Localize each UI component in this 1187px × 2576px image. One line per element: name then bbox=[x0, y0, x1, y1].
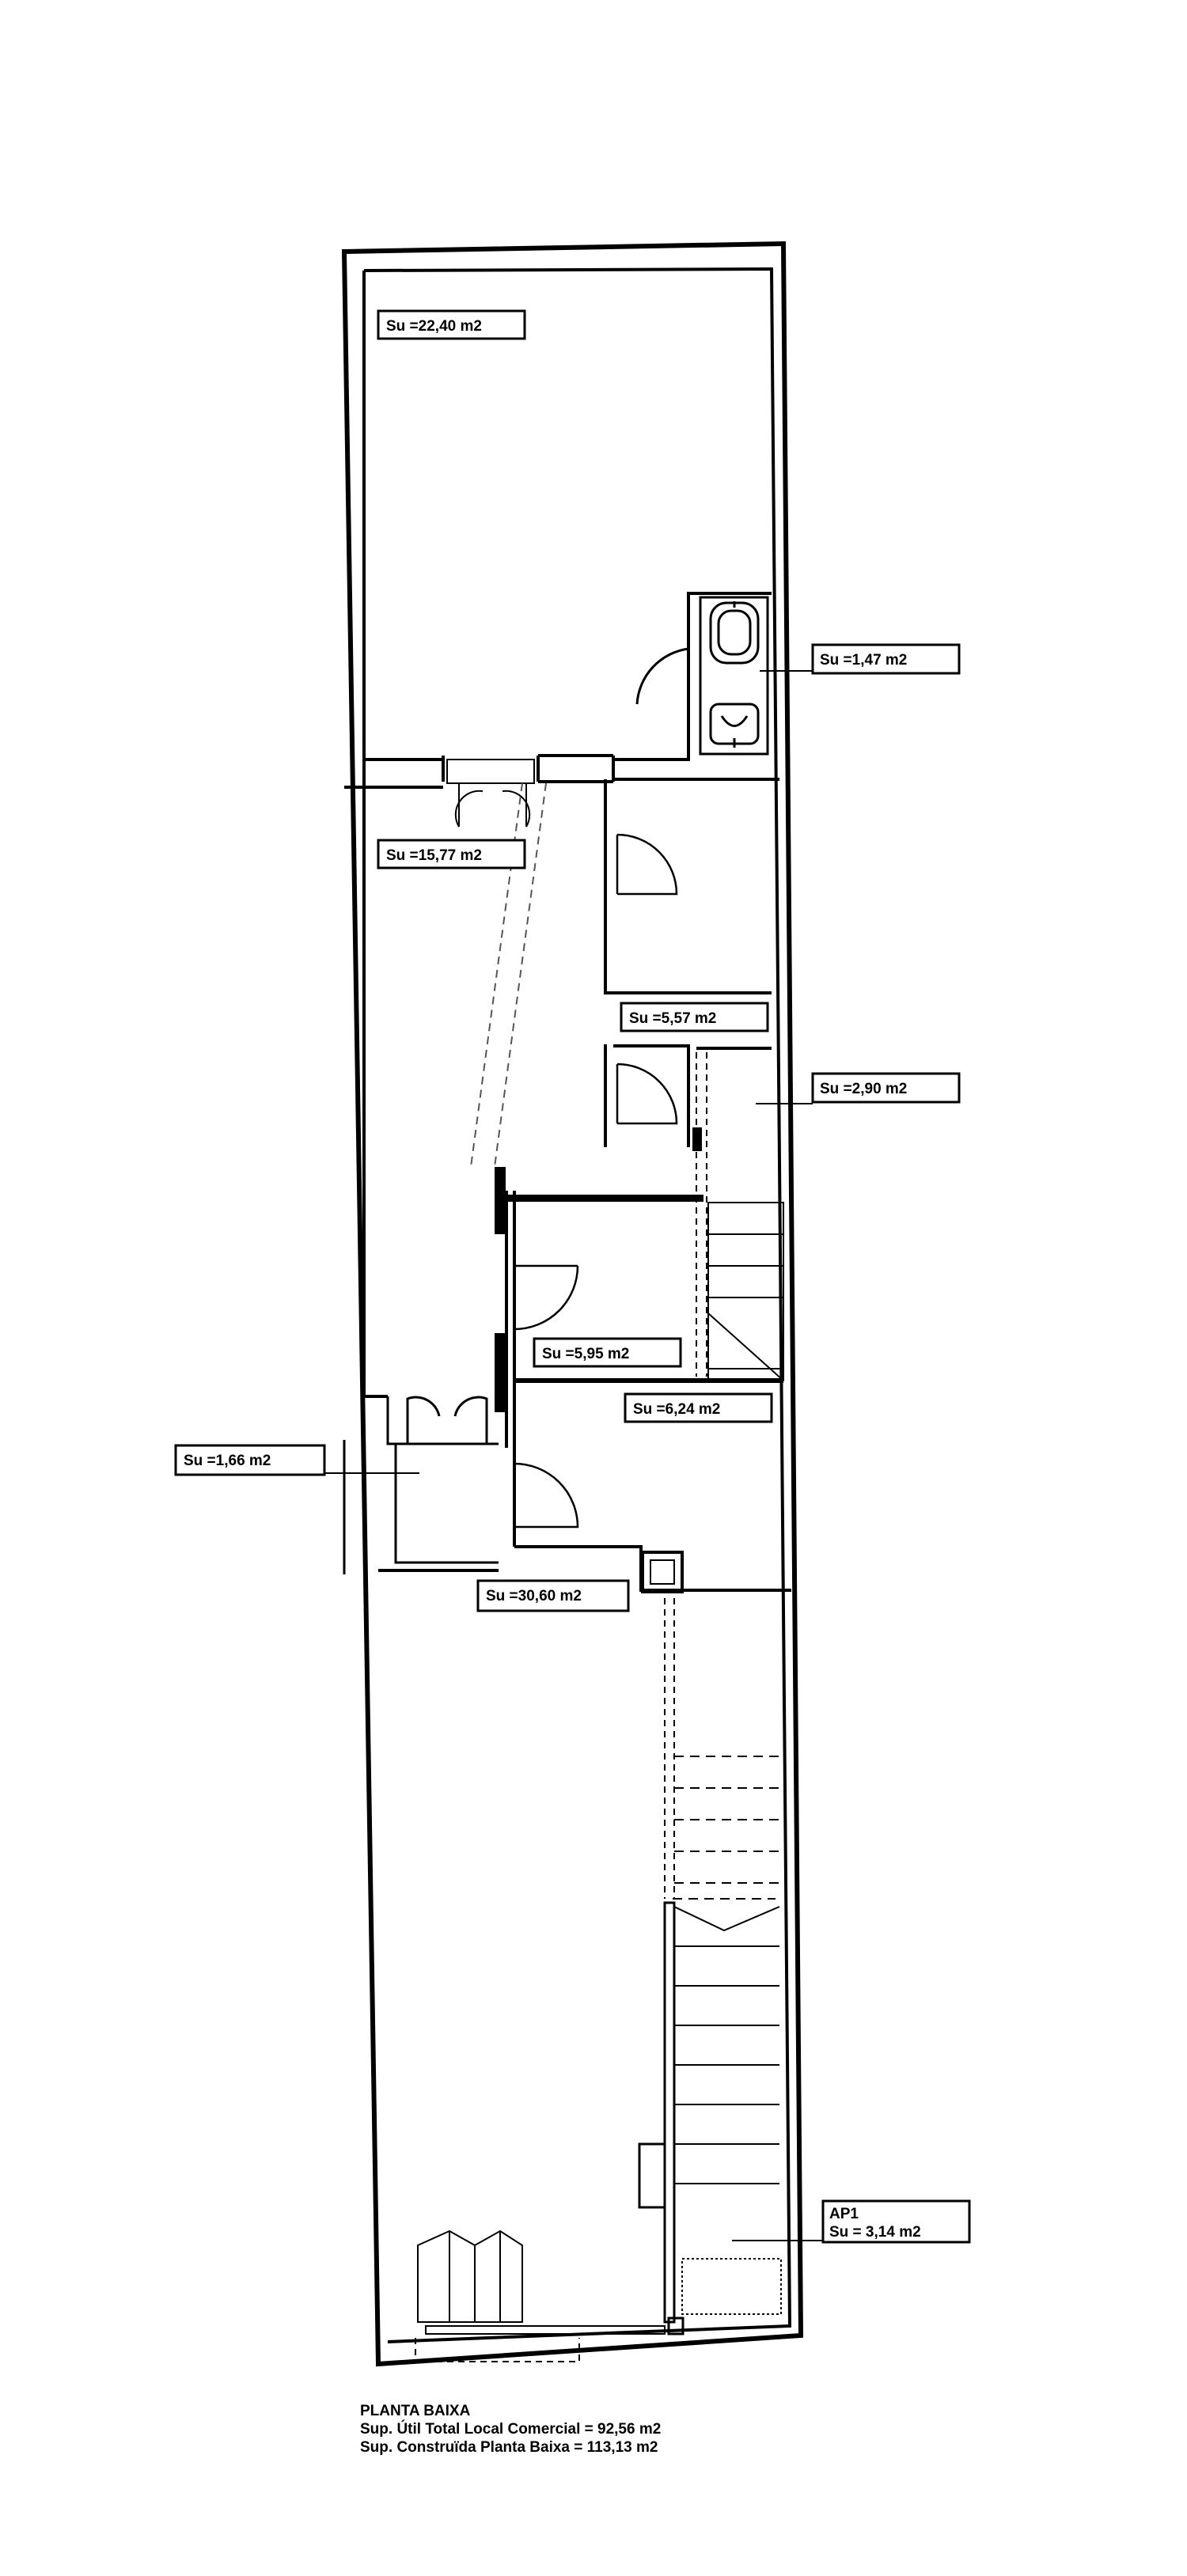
facade-bottom bbox=[415, 2229, 685, 2362]
bathroom bbox=[635, 596, 769, 756]
svg-text:AP1: AP1 bbox=[829, 2206, 859, 2222]
label-room-15-77: Su =15,77 m2 bbox=[377, 839, 526, 869]
svg-text:Su =15,77 m2: Su =15,77 m2 bbox=[386, 847, 482, 864]
svg-text:Su =5,57 m2: Su =5,57 m2 bbox=[629, 1010, 716, 1027]
svg-text:Su =5,95 m2: Su =5,95 m2 bbox=[542, 1346, 629, 1362]
label-room-5-95: Su =5,95 m2 bbox=[533, 1337, 682, 1368]
svg-text:Su =1,47 m2: Su =1,47 m2 bbox=[820, 652, 907, 669]
label-ap1: AP1 Su = 3,14 m2 bbox=[732, 2199, 971, 2244]
label-room-22-40: Su =22,40 m2 bbox=[377, 309, 526, 340]
outer-walls bbox=[341, 241, 804, 2367]
svg-text:Su =2,90 m2: Su =2,90 m2 bbox=[820, 1081, 907, 1097]
svg-text:Su =1,66 m2: Su =1,66 m2 bbox=[184, 1453, 271, 1469]
label-room-1-66: Su =1,66 m2 bbox=[174, 1444, 419, 1476]
entrance-vestibule bbox=[343, 1396, 499, 1574]
plan-legend: PLANTA BAIXA Sup. Útil Total Local Comer… bbox=[360, 2402, 661, 2457]
svg-text:Su =30,60 m2: Su =30,60 m2 bbox=[486, 1588, 582, 1604]
stairs-upper bbox=[696, 1052, 784, 1381]
wall-stubs bbox=[495, 1127, 783, 1412]
label-room-5-57: Su =5,57 m2 bbox=[620, 1002, 769, 1032]
label-room-2-90: Su =2,90 m2 bbox=[756, 1072, 961, 1104]
top-room-walls bbox=[344, 271, 772, 789]
plan-title: PLANTA BAIXA bbox=[360, 2403, 471, 2419]
stairs-lower bbox=[638, 1598, 782, 2324]
svg-text:Su = 3,14 m2: Su = 3,14 m2 bbox=[829, 2224, 921, 2241]
built-area-line: Sup. Construïda Planta Baixa = 113,13 m2 bbox=[360, 2439, 658, 2456]
door-swings-middle bbox=[513, 833, 678, 1529]
svg-text:Su =22,40 m2: Su =22,40 m2 bbox=[386, 318, 482, 335]
middle-walls bbox=[362, 778, 783, 1547]
double-door-top bbox=[446, 759, 535, 828]
bottom-room-walls bbox=[378, 1545, 791, 1593]
useful-area-line: Sup. Útil Total Local Comercial = 92,56 … bbox=[360, 2421, 662, 2438]
svg-text:Su =6,24 m2: Su =6,24 m2 bbox=[633, 1401, 720, 1418]
label-room-1-47: Su =1,47 m2 bbox=[760, 643, 961, 675]
label-room-6-24: Su =6,24 m2 bbox=[624, 1392, 773, 1423]
dashed-skylight bbox=[470, 782, 547, 1168]
label-room-30-60: Su =30,60 m2 bbox=[476, 1579, 630, 1612]
